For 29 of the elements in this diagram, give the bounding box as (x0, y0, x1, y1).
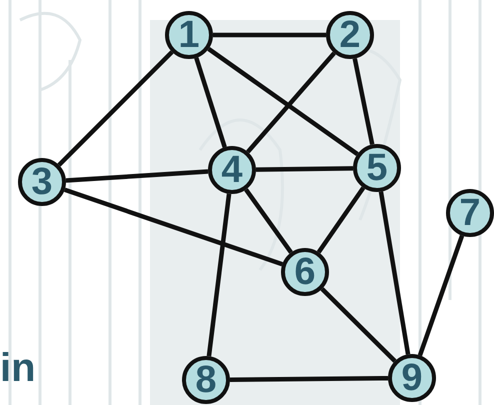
partial-heading-text: in (0, 348, 36, 388)
graph-edge (64, 188, 284, 266)
vertex-number: 2 (339, 16, 361, 54)
graph-edge (206, 194, 232, 356)
graph-edge (57, 50, 174, 167)
graph-edge (256, 166, 354, 172)
graph-edge (316, 186, 366, 254)
graph-edge (246, 52, 336, 154)
graph-edge (230, 376, 388, 382)
graph-edge (194, 57, 227, 148)
graph-vertex (388, 354, 436, 402)
graph-edge (207, 47, 359, 156)
vertex-number: 1 (178, 16, 200, 54)
vertex-number: 5 (366, 149, 388, 187)
vertex-number: 9 (401, 359, 423, 397)
graph-edge (244, 188, 293, 254)
graph-edge (378, 191, 410, 355)
vertex-number: 3 (31, 163, 53, 201)
graph-edge (418, 234, 464, 356)
vertex-number: 8 (195, 361, 217, 399)
vertex-number: 6 (294, 253, 316, 291)
graph-vertex (18, 158, 66, 206)
graph-edge (66, 169, 208, 183)
graph-edge (352, 58, 374, 145)
graph-edge (213, 32, 326, 38)
graph-edge (320, 287, 397, 363)
vertex-number: 4 (221, 151, 243, 189)
graph-vertex (446, 189, 494, 237)
vertex-number: 7 (459, 194, 481, 232)
